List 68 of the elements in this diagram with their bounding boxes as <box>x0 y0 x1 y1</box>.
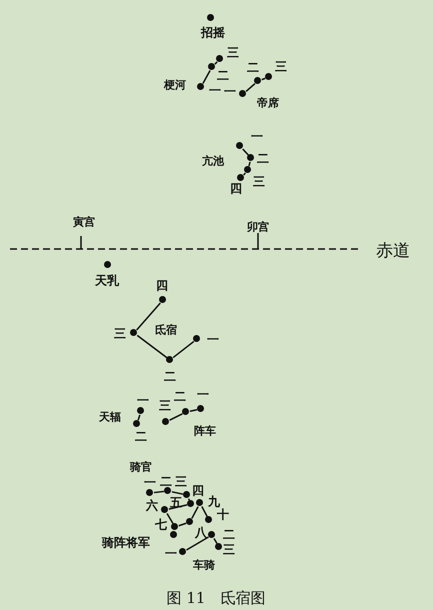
star-line <box>214 61 218 65</box>
star-number: 四 <box>230 182 242 196</box>
star-number: 二 <box>164 370 176 384</box>
star-line <box>190 409 198 412</box>
star-number: 一 <box>144 476 156 490</box>
star-name: 骑阵将军 <box>102 536 150 550</box>
star-number: 一 <box>224 86 236 98</box>
constellation-name: 氐宿 <box>155 324 177 336</box>
constellation-name: 卯宫 <box>247 220 269 234</box>
star-number: 一 <box>251 130 263 144</box>
star-number: 一 <box>197 388 209 402</box>
constellation-name: 天辐 <box>99 410 121 424</box>
star-number: 二 <box>160 476 172 488</box>
star-line <box>248 162 251 166</box>
star-number: 二 <box>257 152 269 166</box>
star-number: 十 <box>217 508 229 522</box>
star-name: 招摇 <box>201 26 225 40</box>
star-line <box>262 78 266 80</box>
constellation-name: 帝席 <box>257 96 279 110</box>
star-line <box>166 513 174 524</box>
star-line <box>137 414 141 420</box>
star-number: 一 <box>137 394 149 408</box>
star-line <box>168 504 188 510</box>
star-number: 二 <box>217 70 229 82</box>
star-line <box>186 536 209 551</box>
star-number: 四 <box>156 280 168 292</box>
star-number: 八 <box>195 526 207 540</box>
star-number: 六 <box>146 500 158 512</box>
star-number: 一 <box>207 334 219 346</box>
star-line <box>201 506 208 517</box>
star-line <box>213 538 218 544</box>
constellation-name: 赤道 <box>376 241 410 261</box>
star-line <box>191 506 199 519</box>
star-line <box>243 172 246 176</box>
star-number: 三 <box>159 400 171 412</box>
star-number: 二 <box>247 62 259 74</box>
star-line <box>246 83 256 92</box>
star-line <box>178 522 186 526</box>
star-number: 三 <box>275 60 287 74</box>
constellation-name: 亢池 <box>202 154 224 168</box>
star-name: 天乳 <box>95 274 119 288</box>
figure-caption: 图 11 氐宿图 <box>166 589 266 607</box>
star-number: 三 <box>175 476 187 488</box>
star-number: 二 <box>223 528 235 542</box>
constellation-name: 梗河 <box>164 78 186 92</box>
star-number: 三 <box>223 544 235 556</box>
star-number: 二 <box>174 390 186 404</box>
star-number: 一 <box>165 548 177 560</box>
star-number: 七 <box>155 518 167 532</box>
star-line <box>136 334 168 358</box>
star-line <box>169 413 183 421</box>
star-number: 三 <box>227 46 239 60</box>
star-line <box>172 491 184 495</box>
star-number: 二 <box>135 430 147 444</box>
constellation-name: 阵车 <box>194 424 216 438</box>
star-line <box>242 148 249 156</box>
star-line <box>154 490 164 494</box>
star-line <box>172 340 194 358</box>
star-number: 四 <box>192 484 204 498</box>
constellation-name: 车骑 <box>193 558 215 572</box>
constellation-name: 骑官 <box>130 460 152 474</box>
star-number: 一 <box>209 84 221 98</box>
star-number: 九 <box>208 496 220 508</box>
star-line <box>202 70 211 84</box>
constellation-name: 寅宫 <box>73 216 95 228</box>
star-number: 三 <box>114 328 126 340</box>
star-number: 三 <box>253 176 265 188</box>
star-line <box>136 302 161 330</box>
